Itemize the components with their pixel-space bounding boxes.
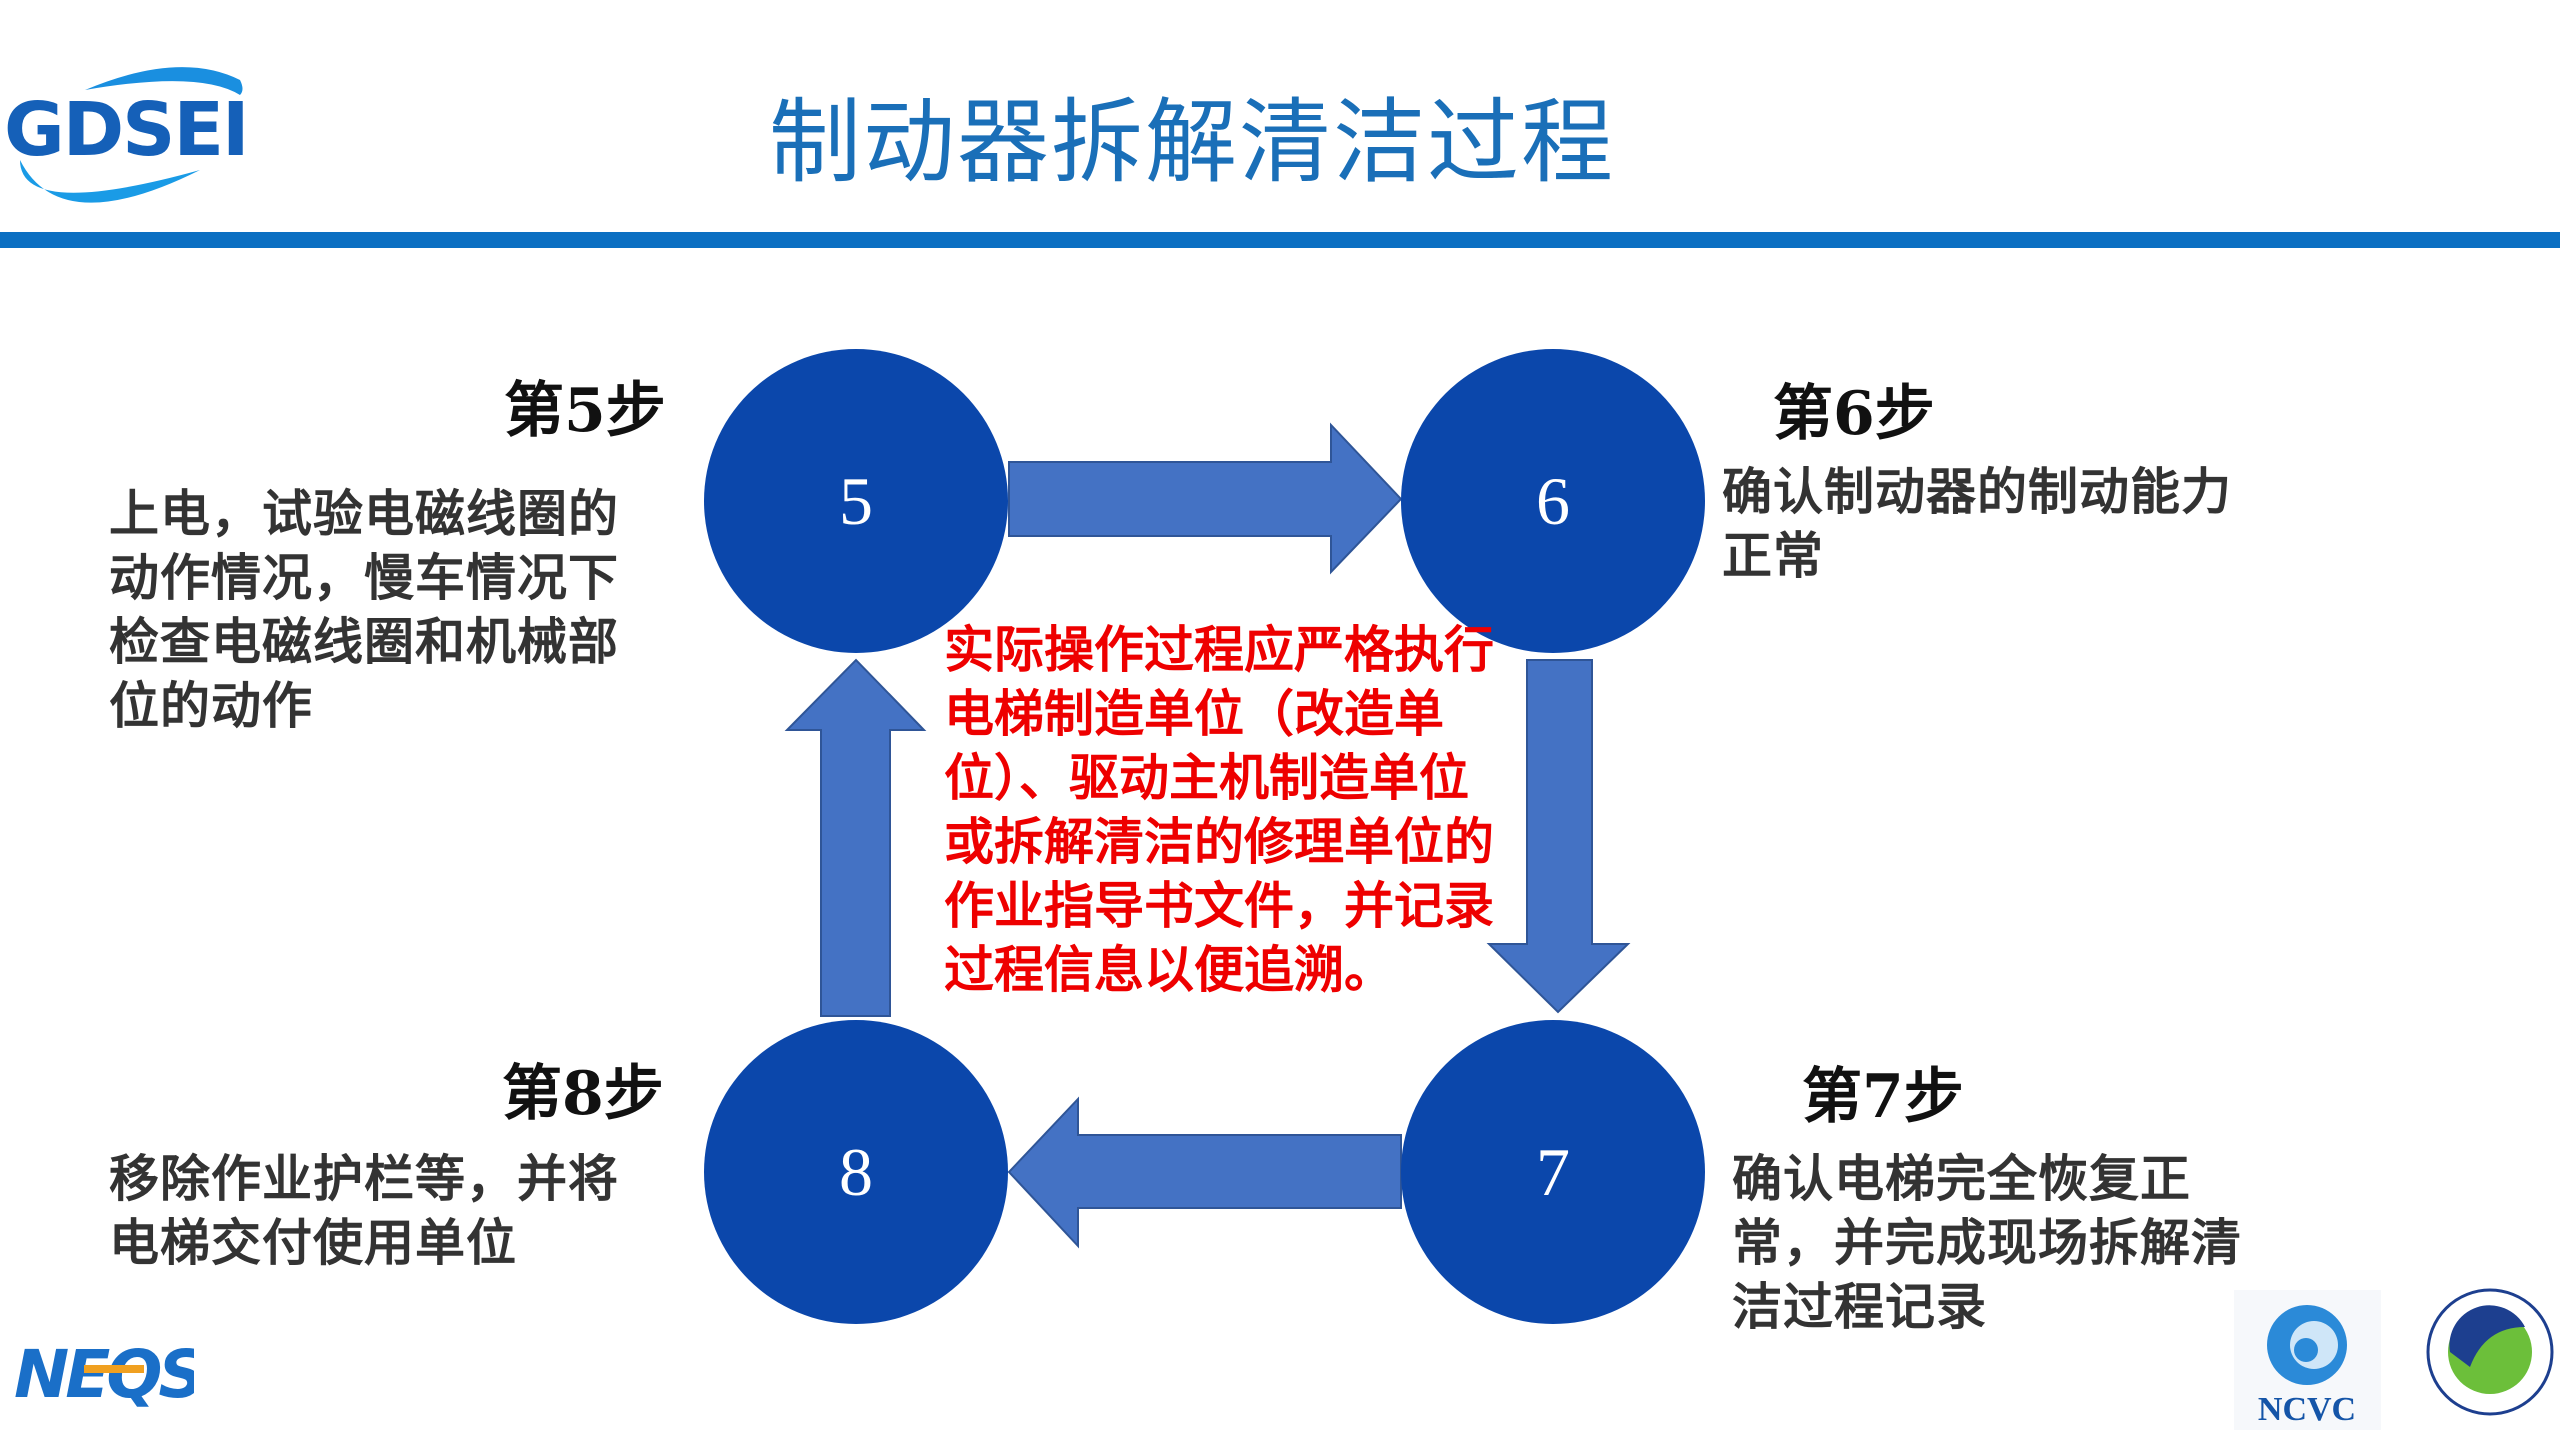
svg-text:NCVC: NCVC <box>2258 1391 2356 1428</box>
arrow-7-to-8 <box>1007 1096 1402 1249</box>
step-circle-5: 5 <box>704 349 1008 653</box>
step-6-label: 第6步 <box>1773 379 1935 449</box>
step-7-desc: 确认电梯完全恢复正常，并完成现场拆解清洁过程记录 <box>1732 1149 2242 1336</box>
page-title: 制动器拆解清洁过程 <box>768 89 1615 196</box>
gdsei-logo: GDSEI <box>0 50 260 220</box>
step-circle-7: 7 <box>1401 1020 1705 1324</box>
step-8-label: 第8步 <box>502 1059 664 1129</box>
header-divider <box>0 232 2560 248</box>
step-5-desc: 上电，试验电磁线圈的动作情况，慢车情况下检查电磁线圈和机械部位的动作 <box>109 484 619 735</box>
step-7-label: 第7步 <box>1802 1062 1964 1132</box>
step-5-label: 第5步 <box>504 376 666 446</box>
svg-text:GDSEI: GDSEI <box>4 87 248 173</box>
arrow-5-to-6 <box>1008 422 1403 575</box>
boiler-center-logo <box>2425 1287 2555 1421</box>
svg-text:NEQS: NEQS <box>14 1336 194 1410</box>
step-circle-6: 6 <box>1401 349 1705 653</box>
neqs-logo: NEQS <box>14 1335 206 1414</box>
arrow-8-to-5 <box>784 658 927 1017</box>
step-6-desc: 确认制动器的制动能力正常 <box>1722 462 2232 585</box>
step-circle-8: 8 <box>704 1020 1008 1324</box>
arrow-6-to-7 <box>1486 659 1631 1014</box>
warning-note: 实际操作过程应严格执行电梯制造单位（改造单位）、驱动主机制造单位或拆解清洁的修理… <box>944 620 1494 999</box>
step-8-desc: 移除作业护栏等，并将电梯交付使用单位 <box>109 1149 619 1272</box>
ncvc-logo: NCVC <box>2234 1290 2381 1430</box>
